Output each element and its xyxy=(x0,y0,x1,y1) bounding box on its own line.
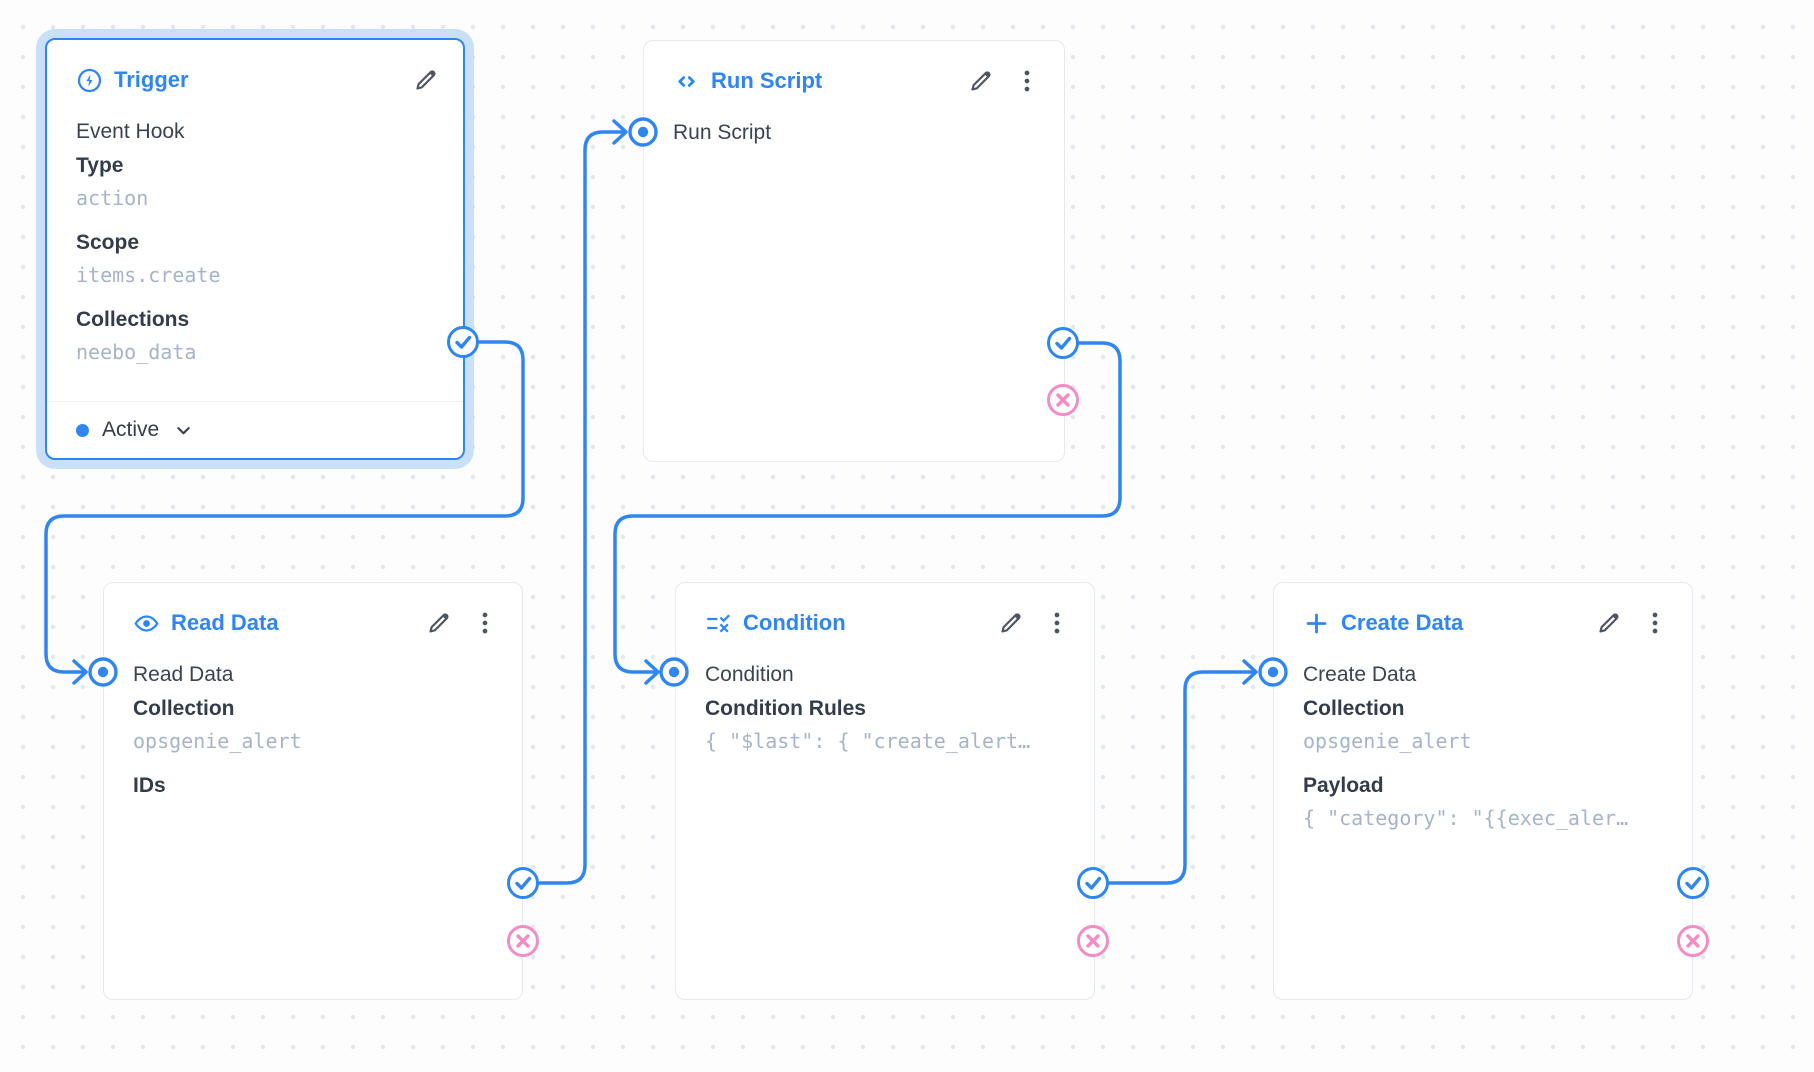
rule-icon xyxy=(705,610,732,637)
more-menu-icon[interactable] xyxy=(1044,610,1070,636)
resolve-port-create-data[interactable] xyxy=(1677,867,1709,899)
connection-condition-to-create-data xyxy=(1105,659,1258,885)
condition-title-text: Condition xyxy=(743,610,846,635)
resolve-port-run-script[interactable] xyxy=(1047,327,1079,359)
field-value: opsgenie_alert xyxy=(1303,729,1472,753)
field-label: IDs xyxy=(133,774,166,797)
edit-icon[interactable] xyxy=(1596,610,1622,636)
input-port-read-data[interactable] xyxy=(88,657,118,687)
input-port-label: Create Data xyxy=(1303,663,1417,686)
field-label: Collection xyxy=(1303,697,1405,720)
edit-icon[interactable] xyxy=(998,610,1024,636)
run-script-title-text: Run Script xyxy=(711,68,823,93)
code-icon xyxy=(673,68,700,95)
read-data-node-title: Read Data xyxy=(133,607,279,639)
create-data-title-text: Create Data xyxy=(1341,610,1464,635)
node-read-data[interactable]: Read Data Read Data Collection opsgenie_… xyxy=(103,582,523,1000)
reject-port-condition[interactable] xyxy=(1077,925,1109,957)
eye-icon xyxy=(133,610,160,637)
field-value: { "$last": { "create_alert… xyxy=(705,729,1031,753)
input-port-create-data[interactable] xyxy=(1258,657,1288,687)
field-label: Scope xyxy=(76,231,140,254)
field-label: Condition Rules xyxy=(705,697,866,720)
field-value: items.create xyxy=(76,263,221,287)
run-script-node-title: Run Script xyxy=(673,65,822,97)
node-run-script[interactable]: Run Script Run Script xyxy=(643,40,1065,462)
status-label: Active xyxy=(102,418,160,441)
reject-port-run-script[interactable] xyxy=(1047,384,1079,416)
field-label: Collections xyxy=(76,308,190,331)
connection-read-data-to-run-script xyxy=(535,119,628,885)
edit-icon[interactable] xyxy=(426,610,452,636)
create-data-node-title: Create Data xyxy=(1303,607,1463,639)
node-trigger[interactable]: Trigger Event Hook Type action Scope ite… xyxy=(45,38,465,460)
read-data-title-text: Read Data xyxy=(171,610,279,635)
input-port-condition[interactable] xyxy=(659,657,689,687)
field-label: Type xyxy=(76,154,124,177)
input-port-label: Condition xyxy=(705,663,794,686)
node-create-data[interactable]: Create Data Create Data Collection opsge… xyxy=(1273,582,1693,1000)
flow-status-dropdown[interactable]: Active xyxy=(47,401,463,458)
field-value: { "category": "{{exec_aler… xyxy=(1303,806,1629,830)
more-menu-icon[interactable] xyxy=(1642,610,1668,636)
condition-node-title: Condition xyxy=(705,607,846,639)
input-port-label: Read Data xyxy=(133,663,234,686)
trigger-title-text: Trigger xyxy=(114,67,189,92)
more-menu-icon[interactable] xyxy=(472,610,498,636)
field-value: opsgenie_alert xyxy=(133,729,302,753)
more-menu-icon[interactable] xyxy=(1014,68,1040,94)
reject-port-create-data[interactable] xyxy=(1677,925,1709,957)
field-label: Collection xyxy=(133,697,235,720)
bolt-circle-icon xyxy=(76,67,103,94)
field-label: Payload xyxy=(1303,774,1384,797)
resolve-port-trigger[interactable] xyxy=(447,326,479,358)
input-port-label: Run Script xyxy=(673,121,772,144)
trigger-node-title: Trigger xyxy=(76,64,189,96)
plus-icon xyxy=(1303,610,1330,637)
trigger-event-type: Event Hook xyxy=(76,120,185,143)
resolve-port-condition[interactable] xyxy=(1077,867,1109,899)
reject-port-read-data[interactable] xyxy=(507,925,539,957)
field-value: neebo_data xyxy=(76,340,197,364)
status-active-dot xyxy=(76,423,89,437)
field-value: action xyxy=(76,186,149,210)
chevron-down-icon xyxy=(174,421,193,440)
edit-icon[interactable] xyxy=(968,68,994,94)
resolve-port-read-data[interactable] xyxy=(507,867,539,899)
node-condition[interactable]: Condition Condition Condition Rules { "$… xyxy=(675,582,1095,1000)
input-port-run-script[interactable] xyxy=(628,117,658,147)
edit-icon[interactable] xyxy=(413,67,439,93)
